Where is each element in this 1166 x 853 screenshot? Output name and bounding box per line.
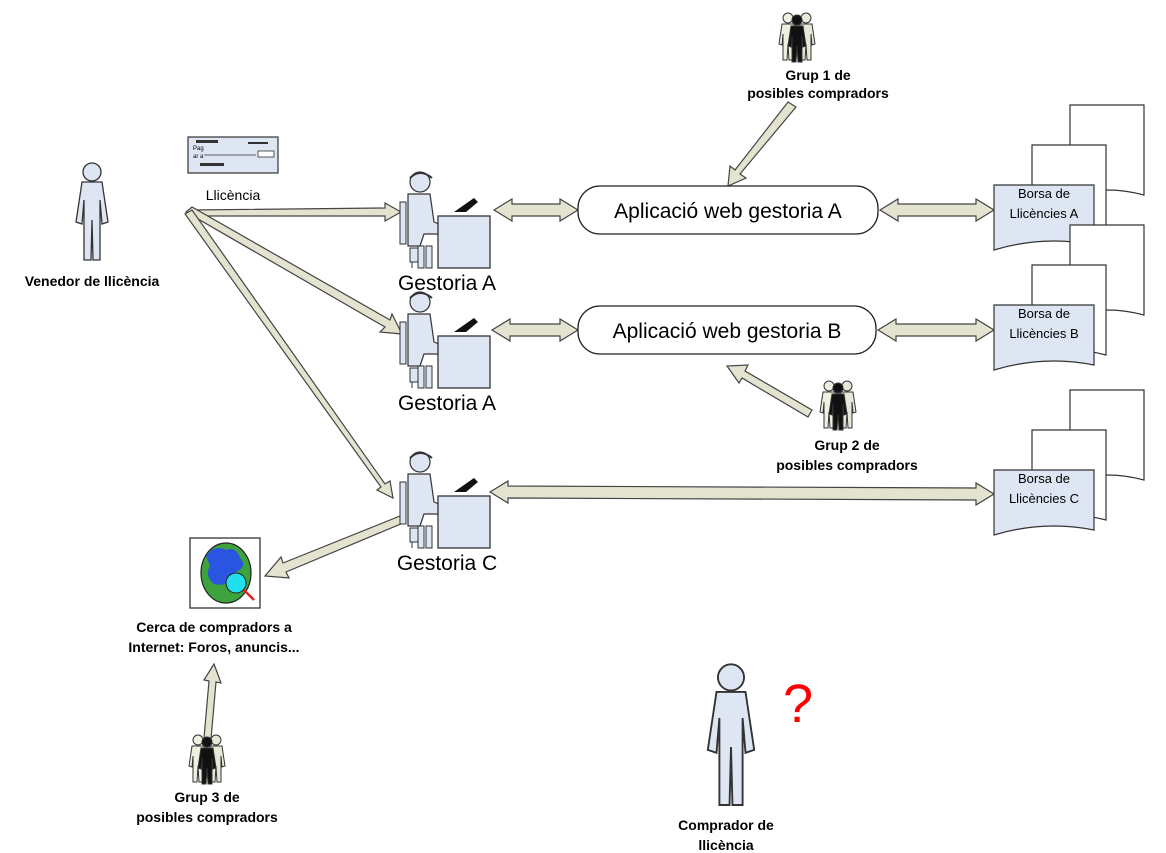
buyer-group-3-line2: posibles compradors	[136, 809, 278, 825]
web-app-a-box	[577, 185, 879, 235]
seller-figure	[75, 162, 109, 261]
buyer-group-3-line1: Grup 3 de	[174, 789, 240, 805]
arrow-gestoria-c-exchange-c	[488, 479, 996, 507]
buyer-group-1-icon	[779, 13, 815, 62]
agency-c-worker-icon	[399, 451, 491, 549]
arrow-app-a-exchange-a	[878, 197, 996, 223]
agency-c-label: Gestoria C	[397, 552, 497, 575]
exchange-b-doc-icon	[993, 224, 1145, 371]
exchange-c-line2: Llicències C	[1009, 491, 1079, 506]
buyer-group-1-line2: posibles compradors	[747, 85, 889, 101]
exchange-b-line1: Borsa de	[1018, 306, 1070, 321]
buyer-group-2-line2: posibles compradors	[776, 457, 918, 473]
arrow-gestoria-c-internet	[263, 515, 404, 579]
buyer-group-1-line1: Grup 1 de	[785, 67, 851, 83]
buyer-group-3-icon	[189, 735, 225, 784]
arrow-gestoria-a2-app-b	[490, 317, 580, 343]
web-app-b-label: Aplicació web gestoria B	[613, 320, 842, 343]
buyer-line2: llicència	[698, 837, 753, 853]
agency-a2-label: Gestoria A	[398, 392, 496, 415]
web-app-a-label: Aplicació web gestoria A	[614, 200, 842, 223]
buyer-line1: Comprador de	[678, 817, 774, 833]
license-cheque-icon: Pag ar a	[187, 136, 279, 174]
cheque-line-1: Pag	[193, 146, 204, 152]
arrow-seller-gestoria-a	[189, 201, 403, 223]
exchange-a-line1: Borsa de	[1018, 186, 1070, 201]
internet-search-globe-icon	[189, 537, 261, 609]
license-label: Llicència	[206, 187, 261, 203]
cheque-line-2: ar a	[193, 154, 204, 160]
arrow-group2-app-b	[725, 364, 813, 418]
agency-a-worker-icon	[399, 171, 491, 269]
exchange-c-line1: Borsa de	[1018, 471, 1070, 486]
arrow-gestoria-a-app-a	[492, 197, 580, 223]
seller-label: Venedor de llicència	[25, 273, 160, 289]
web-app-b-box	[577, 305, 877, 355]
connector-arrows	[184, 101, 996, 740]
buyer-figure	[706, 663, 756, 806]
agency-a2-worker-icon	[399, 291, 491, 389]
arrow-group3-internet	[203, 662, 222, 740]
internet-search-line2: Internet: Foros, anuncis...	[128, 639, 299, 655]
buyer-group-2-line1: Grup 2 de	[814, 437, 880, 453]
arrow-app-b-exchange-b	[876, 317, 996, 343]
internet-search-line1: Cerca de compradors a	[136, 619, 292, 635]
buyer-group-2-icon	[820, 381, 856, 430]
exchange-c-doc-icon	[993, 389, 1145, 536]
arrow-seller-gestoria-c	[184, 209, 394, 500]
exchange-a-line2: Llicències A	[1010, 206, 1079, 221]
arrow-group1-app-a	[727, 101, 797, 187]
arrow-seller-gestoria-a2	[184, 206, 404, 335]
buyer-question-mark: ?	[783, 674, 813, 734]
exchange-b-line2: Llicències B	[1009, 326, 1078, 341]
agency-a-label: Gestoria A	[398, 272, 496, 295]
